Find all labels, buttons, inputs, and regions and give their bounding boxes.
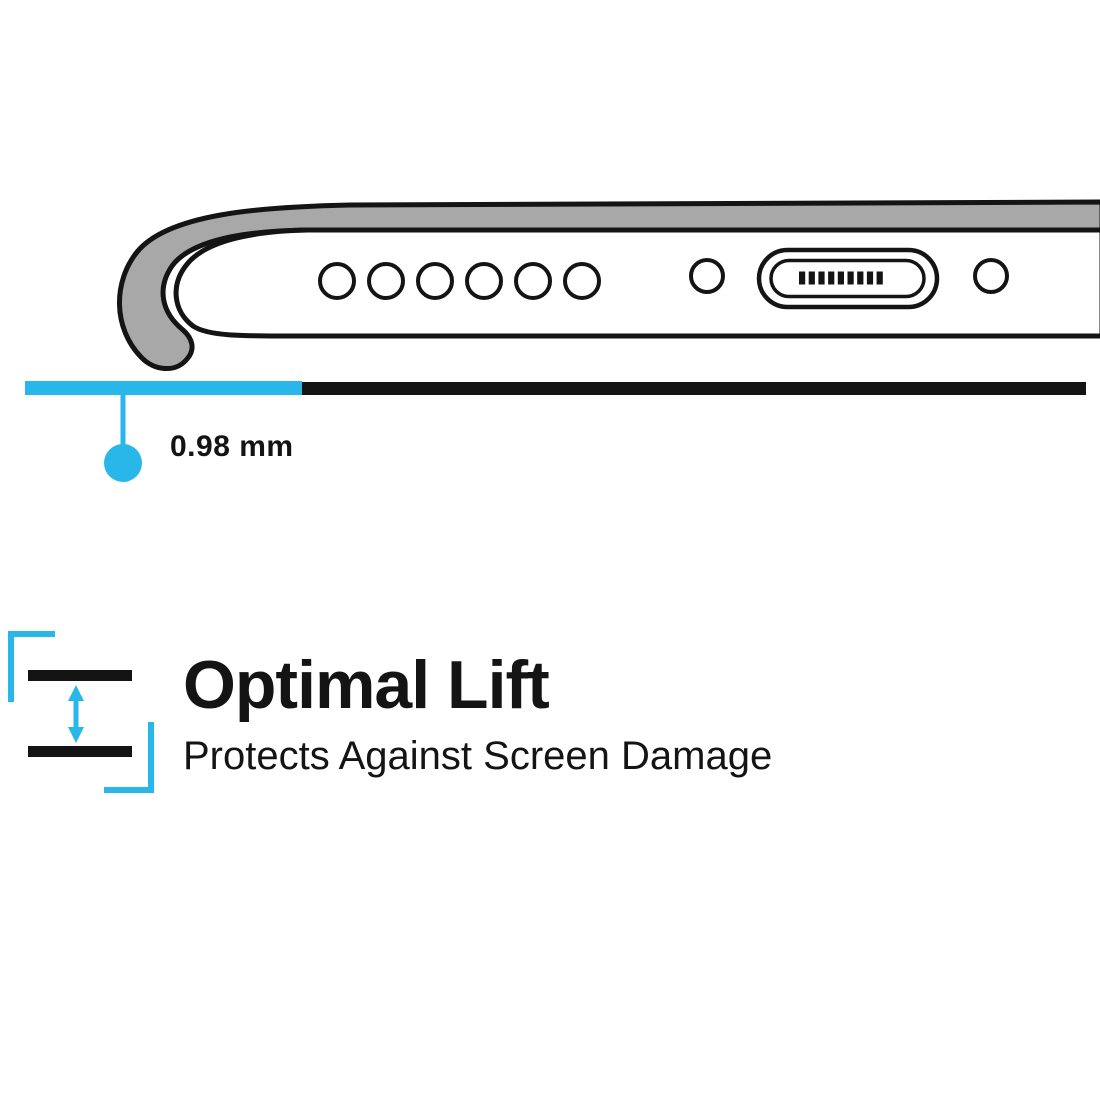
screw-hole-left [689,258,725,294]
charging-port [756,247,940,310]
phone-edge-diagram [25,199,1100,482]
bracket-bottom-right [104,722,154,793]
lift-gap-icon [8,631,154,793]
gap-top-line [28,670,132,681]
gap-pointer [104,395,142,482]
gap-measurement-label: 0.98 mm [170,430,294,463]
gap-bottom-line [28,746,132,757]
gap-bar-accent [25,381,302,395]
speaker-holes [318,262,601,300]
double-arrow-icon [68,685,84,743]
feature-subtitle: Protects Against Screen Damage [183,734,773,778]
feature-title: Optimal Lift [183,647,550,723]
bracket-top-left [8,631,55,702]
charging-port-pins [799,271,883,285]
gap-bar-dark [302,382,1086,395]
case-lip [117,199,1100,371]
phone-body [173,227,1100,339]
screw-hole-right [973,258,1009,294]
